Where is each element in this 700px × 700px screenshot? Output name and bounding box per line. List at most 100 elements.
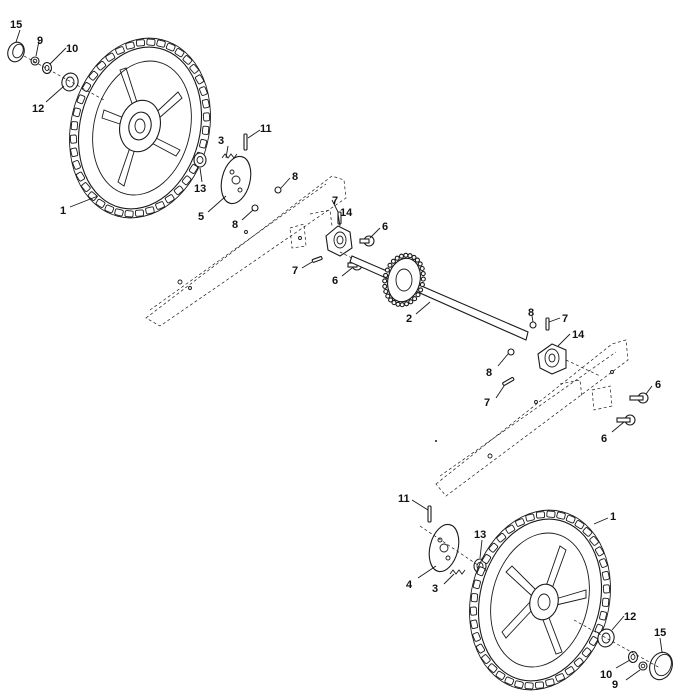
tread-lug <box>574 520 585 530</box>
spring-3-top <box>221 153 238 159</box>
bearing-12-top <box>61 72 79 92</box>
tread-lug <box>515 518 525 527</box>
sprocket-tooth <box>399 302 405 308</box>
wheel-bot-tread <box>469 509 611 691</box>
stray-dot <box>435 440 437 442</box>
tread-lug <box>189 64 199 74</box>
sprocket-tooth <box>411 254 417 260</box>
tread-lug <box>202 112 211 122</box>
callout-1-bot: 1 <box>610 511 616 523</box>
tread-lug <box>145 206 155 215</box>
sprocket-tooth <box>384 267 390 273</box>
tread-lug <box>546 510 556 518</box>
sprocket-tooth <box>388 297 394 303</box>
callout-10-top: 10 <box>66 43 78 55</box>
screw-8-b <box>251 204 259 212</box>
wheel-top <box>69 37 211 219</box>
tread-lug <box>75 171 86 182</box>
sprocket-tooth <box>390 258 396 264</box>
sprocket-tooth <box>395 301 401 307</box>
tread-lug <box>588 636 599 646</box>
callout-11-top: 11 <box>260 123 272 135</box>
tread-lug <box>70 147 79 158</box>
tread-outline <box>69 37 211 219</box>
sprocket-tooth <box>382 283 388 289</box>
tread-lug <box>155 201 165 210</box>
callout-8-c: 8 <box>528 307 534 319</box>
tread-lug <box>135 39 146 47</box>
cap-15-top <box>7 41 25 63</box>
tread-lug <box>69 134 78 144</box>
tread-lug <box>534 681 545 689</box>
callout-8-d: 8 <box>486 367 492 379</box>
tread-lug <box>115 46 125 55</box>
tread-lug <box>545 678 555 687</box>
tread-lug <box>524 682 534 690</box>
callout-12-top: 12 <box>32 103 44 115</box>
pin-11-bot <box>427 505 432 523</box>
tread-lug <box>194 74 205 85</box>
side-frame-left <box>145 175 347 327</box>
tread-lug <box>76 94 86 105</box>
sprocket-tooth <box>412 296 418 302</box>
tread-lug <box>573 657 584 668</box>
tread-lug <box>481 654 491 664</box>
sprocket-tooth <box>420 271 426 277</box>
callout-14-b: 14 <box>572 329 585 341</box>
wheel-top-inner-rim <box>92 60 192 196</box>
tread-lug <box>594 546 605 557</box>
sprocket-tooth <box>391 300 397 306</box>
tread-lug <box>488 542 499 553</box>
tread-lug <box>81 182 91 192</box>
sprocket-tooth <box>415 292 421 298</box>
callout-9-bot: 9 <box>612 679 618 691</box>
tread-lug <box>476 566 486 577</box>
tread-lug <box>88 70 99 81</box>
pin-7-d <box>502 376 515 386</box>
tread-outline <box>469 509 611 691</box>
callout-lines <box>15 29 663 681</box>
tread-lug <box>472 632 481 642</box>
tread-lug <box>201 125 210 135</box>
tread-lug <box>134 209 145 217</box>
tread-lug <box>182 55 193 65</box>
cap-15-bot <box>649 651 673 681</box>
tread-lug <box>201 98 210 109</box>
sprocket-tooth <box>418 287 424 293</box>
screw-8-c <box>529 321 537 329</box>
sprocket-tooth <box>383 288 389 295</box>
sprocket-tooth <box>398 253 405 259</box>
callout-15-top: 15 <box>10 19 22 31</box>
wheel-bot-hub <box>529 583 559 621</box>
bearing-flange-14-left <box>325 225 353 257</box>
tread-lug <box>581 647 592 658</box>
tread-lug <box>469 606 478 616</box>
tread-lug <box>475 643 486 654</box>
tread-lug <box>173 185 184 196</box>
tread-lug <box>199 138 208 149</box>
callout-3-bot: 3 <box>432 583 438 595</box>
callout-13-top: 13 <box>194 183 206 195</box>
drive-disc-4 <box>428 523 460 573</box>
bearing-12-bot <box>597 628 615 648</box>
bolt-6-a <box>359 235 375 247</box>
wheel-bot-axle-hole <box>537 593 551 611</box>
sprocket-tooth <box>403 252 409 258</box>
callout-2: 2 <box>406 313 412 325</box>
tread-lug <box>181 175 192 186</box>
tread-lug <box>555 673 565 682</box>
callout-8-a: 8 <box>292 171 298 183</box>
sprocket <box>382 252 426 308</box>
tread-lug <box>525 513 535 522</box>
axis-line-top-left <box>23 55 105 101</box>
tread-lug <box>582 527 593 537</box>
tread-lug <box>601 597 610 607</box>
callout-14-a: 14 <box>340 207 353 219</box>
tread-lug <box>125 41 135 50</box>
wheel-top-spokes <box>101 67 183 187</box>
tread-lug <box>599 558 608 568</box>
bearing-flange-14-right <box>537 343 567 375</box>
sprocket-tooth <box>414 257 420 263</box>
tread-lug <box>165 42 176 52</box>
